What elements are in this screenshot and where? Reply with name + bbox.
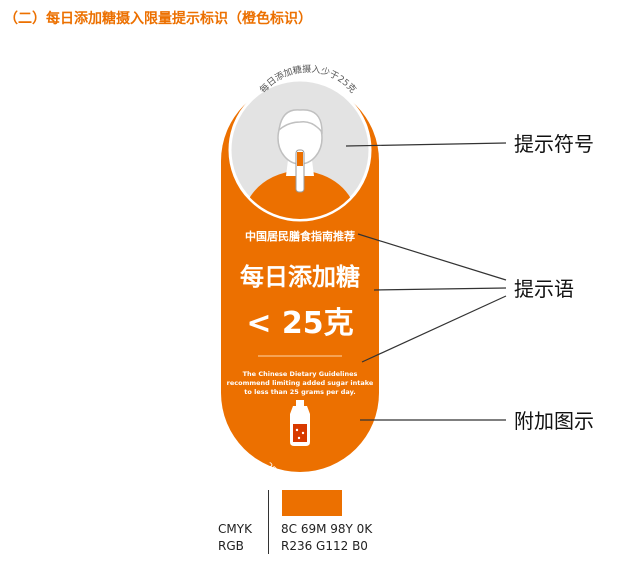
page-heading: （二）每日添加糖摄入限量提示标识（橙色标识） [4,11,312,27]
rgb-label: RGB [218,539,244,553]
person-drinking-icon [240,109,360,219]
callout-line-symbol [345,142,507,147]
recommend-text: 中国居民膳食指南推荐 [245,229,355,243]
english-line-3: to less than 25 grams per day. [244,388,355,396]
color-mode-labels: CMYK RGB [218,521,252,555]
sugar-label-diagram: 每日添加糖摄入少于25克 中国居民膳食指南推荐 每日添加糖 < 25克 The … [221,62,594,472]
english-line-1: The Chinese Dietary Guidelines [243,370,358,378]
callout-label-graphic: 附加图示 [514,409,594,433]
color-swatch [282,490,342,516]
callout-line-phrase-1 [357,233,507,281]
color-separator [268,490,269,554]
callout-label-phrase: 提示语 [514,277,574,301]
cmyk-label: CMYK [218,522,252,536]
main-text-line1: 每日添加糖 [240,263,360,291]
cmyk-value: 8C 69M 98Y 0K [281,522,373,536]
callout-line-phrase-2 [373,287,507,291]
callout-label-symbol: 提示符号 [514,132,594,156]
main-text-line2: < 25克 [246,306,353,341]
rgb-value: R236 G112 B0 [281,539,368,553]
bottle-icon [290,400,310,446]
english-text: The Chinese Dietary Guidelines recommend… [227,370,374,396]
color-values: 8C 69M 98Y 0K R236 G112 B0 [281,521,372,555]
callout-line-phrase-3 [361,295,507,363]
english-line-2: recommend limiting added sugar intake [227,379,374,387]
